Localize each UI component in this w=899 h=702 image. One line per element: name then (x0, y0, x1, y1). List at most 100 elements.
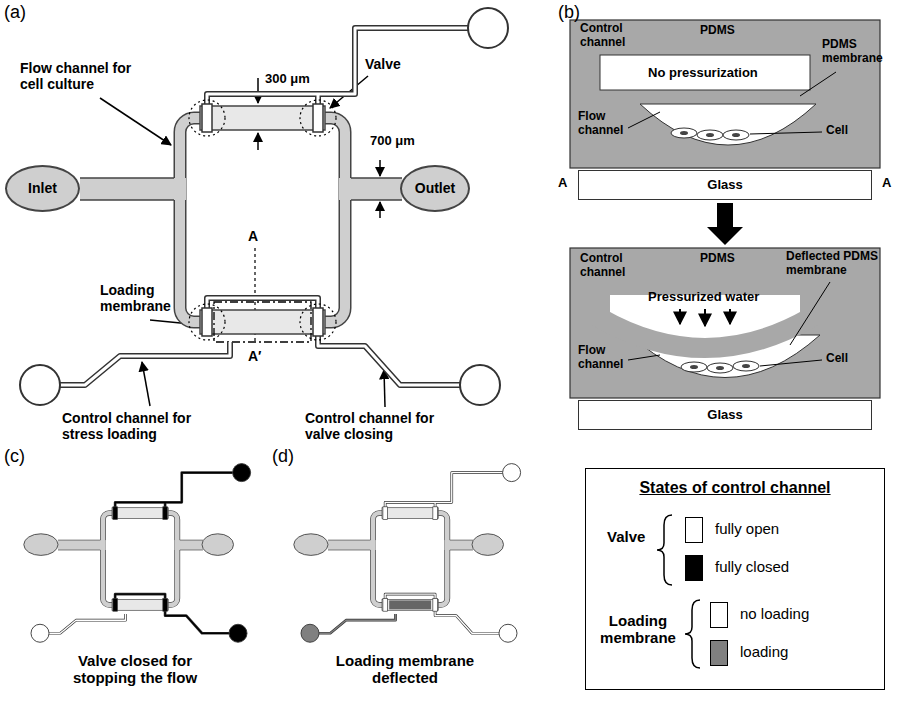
figure-label: (c) (4, 446, 25, 467)
control-port (233, 464, 251, 482)
deflected-membrane (600, 285, 810, 348)
block-arrow (707, 203, 743, 245)
valve-highlight (189, 304, 225, 340)
channel-wall (328, 540, 473, 550)
control-channel (319, 614, 396, 633)
control-channel (385, 594, 499, 633)
figure-label: Pressurized water (648, 290, 759, 305)
culture-chamber (112, 508, 168, 519)
channel-loop (373, 513, 447, 605)
valve (383, 599, 388, 612)
glass-substrate: Glass (578, 170, 872, 200)
cell-nuclei (690, 364, 750, 370)
figure-label: A (882, 176, 891, 191)
legend-swatch (710, 602, 728, 628)
microfluidic-chip (294, 464, 521, 643)
valve-highlight (300, 304, 336, 340)
channel-loop (180, 118, 345, 322)
outlet-channel (445, 540, 473, 550)
control-channel (385, 473, 502, 508)
outlet-channel (339, 178, 402, 200)
glass-substrate: Glass (578, 400, 872, 430)
control-channel (115, 473, 232, 508)
outlet-port (202, 534, 234, 556)
figure-label: Cell (826, 352, 848, 366)
channel-loop (103, 513, 177, 605)
figure-label: No pressurization (648, 66, 758, 81)
inlet-channel (328, 540, 376, 550)
control-channel (207, 28, 468, 106)
control-port (31, 624, 49, 642)
figure-label: (a) (4, 2, 26, 23)
culture-chamber (112, 600, 168, 611)
channel-loop (180, 118, 345, 322)
control-channel (207, 298, 460, 385)
control-channel (60, 342, 230, 385)
figure-label: Flow channel (578, 344, 630, 372)
pdms-block: PDMS (570, 20, 880, 168)
port-circle: Inlet (5, 165, 80, 212)
legend-box: States of control channel (585, 468, 885, 690)
channel-wall (58, 540, 203, 550)
control-channel (115, 594, 229, 633)
cells (681, 361, 759, 373)
culture-chamber (200, 106, 325, 130)
figure-label: Valve (365, 56, 401, 72)
valve (202, 308, 212, 336)
control-channel-cavity (600, 55, 810, 90)
culture-chamber (382, 600, 438, 611)
membrane-outline (214, 302, 311, 342)
microfluidic-chip (20, 8, 508, 405)
pressure-arrows (680, 309, 730, 326)
figure-label: 300 μm (265, 72, 310, 87)
figure-label: Flow channel for cell culture (20, 60, 148, 92)
inlet-port (24, 534, 58, 556)
control-channel (207, 298, 460, 385)
legend-text: fully closed (715, 558, 789, 575)
legend-swatch (710, 640, 728, 666)
cell-nuclei (680, 131, 740, 137)
figure-label: PDMS membrane (822, 38, 884, 66)
valve (313, 104, 323, 132)
control-port (468, 8, 508, 48)
figure-label: Flow channel (578, 110, 630, 138)
culture-chamber (382, 508, 438, 519)
channel-loop (103, 513, 177, 605)
control-channel (49, 614, 126, 633)
culture-chamber (200, 310, 325, 334)
leader-lines (628, 72, 836, 366)
legend-swatch (685, 555, 703, 581)
node-text: Glass (707, 408, 742, 423)
outlet-port (472, 534, 504, 556)
valve (383, 507, 388, 520)
figure-label: (d) (272, 446, 294, 467)
figure-label: A (248, 228, 258, 244)
valve-highlight (300, 100, 336, 136)
channel-wall (80, 178, 402, 200)
figure-label: (b) (558, 2, 580, 23)
control-port (20, 365, 60, 405)
control-channel (385, 473, 502, 508)
figure-label: 700 μm (370, 134, 415, 149)
node-text: States of control channel (586, 479, 884, 497)
node-text: Outlet (415, 180, 455, 196)
control-port (301, 624, 319, 642)
inlet-port (294, 534, 328, 556)
control-channel (60, 342, 230, 385)
figure-label: Control channel for stress loading (62, 410, 212, 442)
port-circle: Outlet (400, 165, 470, 212)
valve-highlight (189, 100, 225, 136)
control-channel (207, 28, 468, 106)
legend-swatch (685, 517, 703, 543)
valve (113, 599, 118, 612)
loading-membrane (389, 600, 431, 609)
valve (163, 599, 168, 612)
node-text: PDMS (700, 252, 735, 266)
inlet-channel (80, 178, 186, 200)
figure-label: Deflected PDMS membrane (786, 250, 890, 278)
microfluidic-chip (24, 464, 251, 643)
figure-label: A (558, 176, 567, 191)
legend-text: loading (740, 643, 788, 660)
flow-channel-lens (640, 104, 816, 145)
